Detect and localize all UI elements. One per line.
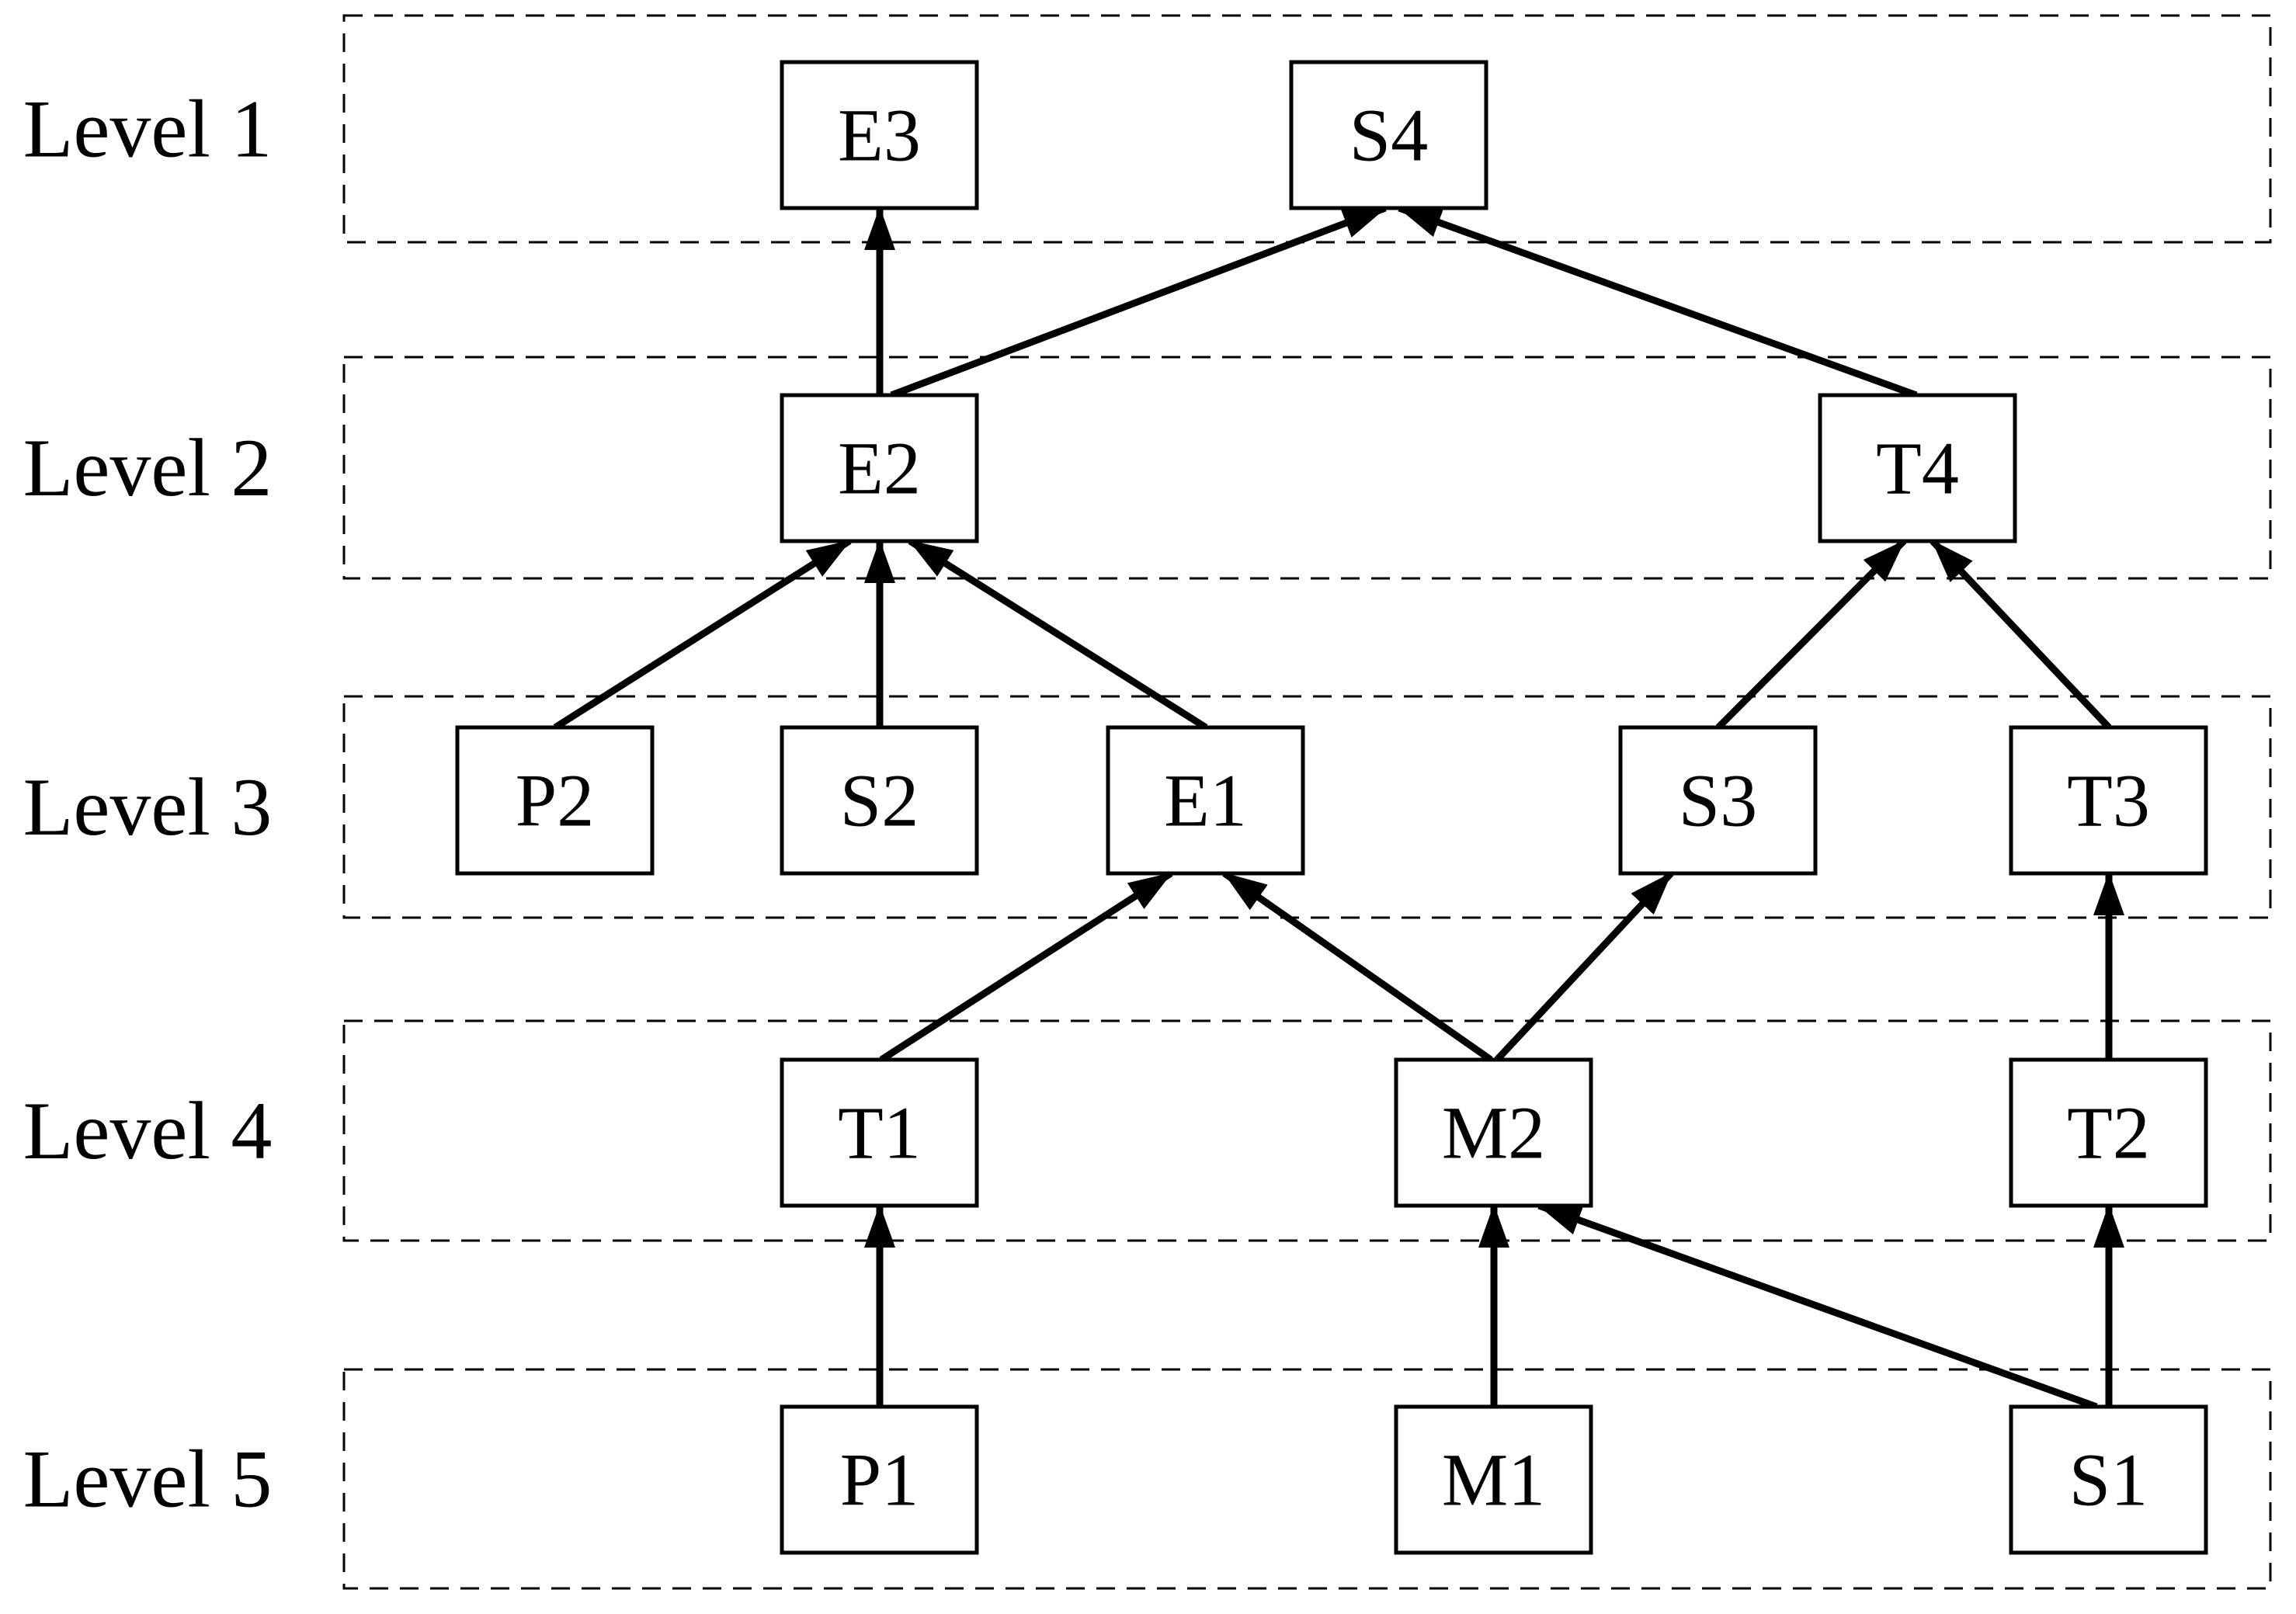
level-label-5: Level 5 bbox=[23, 1434, 273, 1525]
node-E2: E2 bbox=[780, 393, 979, 543]
node-S1: S1 bbox=[2009, 1404, 2208, 1555]
node-label-E3: E3 bbox=[838, 94, 921, 177]
node-T4: T4 bbox=[1818, 393, 2017, 543]
node-T2: T2 bbox=[2009, 1057, 2208, 1208]
node-label-P1: P1 bbox=[840, 1439, 919, 1522]
edge-P2-to-E2 bbox=[553, 538, 852, 731]
node-box-S1 bbox=[2009, 1404, 2208, 1555]
node-box-S4 bbox=[1289, 60, 1488, 210]
node-box-E1 bbox=[1106, 725, 1305, 876]
level-band-3 bbox=[342, 695, 2272, 919]
node-label-T1: T1 bbox=[838, 1092, 921, 1175]
edge-E1-to-E2 bbox=[908, 538, 1208, 731]
node-S3: S3 bbox=[1618, 725, 1818, 876]
node-box-P1 bbox=[780, 1404, 979, 1555]
node-label-M2: M2 bbox=[1442, 1092, 1545, 1175]
node-label-M1: M1 bbox=[1442, 1439, 1545, 1522]
node-M1: M1 bbox=[1394, 1404, 1593, 1555]
node-E1: E1 bbox=[1106, 725, 1305, 876]
node-P2: P2 bbox=[455, 725, 655, 876]
level-label-2: Level 2 bbox=[23, 422, 273, 513]
edge-T3-to-T4 bbox=[1930, 538, 2112, 731]
node-M2: M2 bbox=[1394, 1057, 1593, 1208]
level-band-1 bbox=[342, 14, 2272, 244]
level-band-5 bbox=[342, 1368, 2272, 1590]
level-band-4 bbox=[342, 1019, 2272, 1242]
node-label-T2: T2 bbox=[2067, 1092, 2150, 1175]
edge-S1-to-M2 bbox=[1537, 1202, 2098, 1411]
node-box-T2 bbox=[2009, 1057, 2208, 1208]
node-label-T4: T4 bbox=[1876, 427, 1959, 510]
node-label-S1: S1 bbox=[2069, 1439, 2148, 1522]
node-E3: E3 bbox=[780, 60, 979, 210]
level-labels-layer: Level 1 Level 2 Level 3 Level 4 Level 5 bbox=[23, 84, 273, 1525]
node-S2: S2 bbox=[780, 725, 979, 876]
level-bands-layer bbox=[342, 14, 2272, 1590]
edge-E2-to-S4 bbox=[890, 204, 1387, 399]
edge-T4-to-S4 bbox=[1398, 204, 1918, 399]
level-label-3: Level 3 bbox=[23, 762, 273, 852]
level-label-4: Level 4 bbox=[23, 1085, 273, 1176]
node-T1: T1 bbox=[780, 1057, 979, 1208]
node-box-M1 bbox=[1394, 1404, 1593, 1555]
node-box-T1 bbox=[780, 1057, 979, 1208]
edge-M2-to-S3 bbox=[1494, 870, 1674, 1063]
node-box-T4 bbox=[1818, 393, 2017, 543]
node-S4: S4 bbox=[1289, 60, 1488, 210]
node-box-T3 bbox=[2009, 725, 2208, 876]
node-label-P2: P2 bbox=[516, 759, 594, 842]
node-P1: P1 bbox=[780, 1404, 979, 1555]
node-box-E2 bbox=[780, 393, 979, 543]
node-T3: T3 bbox=[2009, 725, 2208, 876]
node-label-E2: E2 bbox=[838, 427, 921, 510]
node-box-E3 bbox=[780, 60, 979, 210]
node-box-M2 bbox=[1394, 1057, 1593, 1208]
node-label-T3: T3 bbox=[2067, 759, 2150, 842]
node-label-E1: E1 bbox=[1164, 759, 1247, 842]
level-band-2 bbox=[342, 356, 2272, 580]
edge-S3-to-T4 bbox=[1715, 538, 1907, 731]
node-label-S4: S4 bbox=[1349, 94, 1428, 177]
node-box-S3 bbox=[1618, 725, 1818, 876]
node-label-S3: S3 bbox=[1679, 759, 1757, 842]
node-box-P2 bbox=[455, 725, 655, 876]
node-label-S2: S2 bbox=[840, 759, 919, 842]
level-label-1: Level 1 bbox=[23, 84, 273, 175]
edges-layer bbox=[553, 204, 2124, 1411]
edge-T1-to-E1 bbox=[879, 870, 1173, 1063]
node-box-S2 bbox=[780, 725, 979, 876]
edge-M2-to-E1 bbox=[1222, 870, 1493, 1063]
